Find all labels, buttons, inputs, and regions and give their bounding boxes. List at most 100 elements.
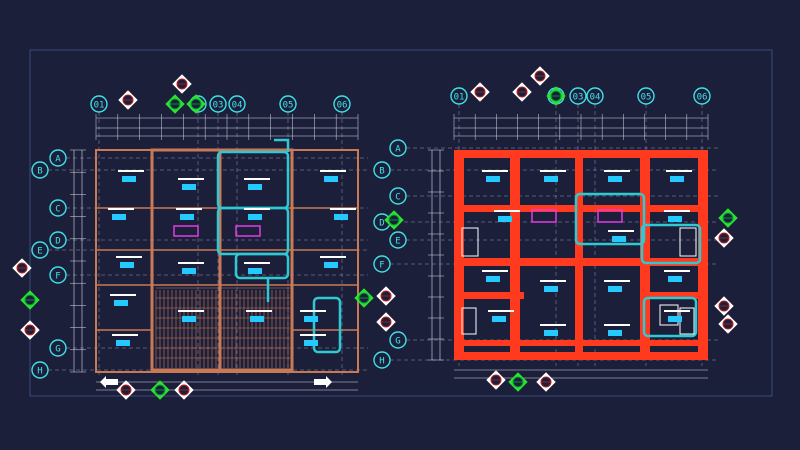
right-fixtures (461, 227, 697, 335)
grid-bubble-label: C (55, 205, 60, 215)
area-tag (122, 176, 136, 182)
room-label-bar (244, 262, 270, 264)
fixture (461, 307, 477, 335)
area-tag (612, 236, 626, 242)
area-tag (492, 316, 506, 322)
fixture (461, 227, 479, 257)
grid-bubble (31, 241, 49, 259)
grid-bubble-label: 04 (232, 101, 243, 111)
sheet-frame (29, 49, 773, 397)
grid-bubble (450, 87, 468, 105)
direction-arrow-icon (100, 376, 118, 388)
fixture (679, 227, 697, 257)
room-label-bar (178, 262, 204, 264)
section-callout-icon (172, 74, 192, 94)
area-tag (334, 214, 348, 220)
area-tag (180, 214, 194, 220)
area-tag (324, 262, 338, 268)
grid-bubble (49, 199, 67, 217)
area-tag (112, 214, 126, 220)
grid-bubble (389, 331, 407, 349)
grid-bubble-label: A (55, 155, 61, 165)
area-tag (608, 286, 622, 292)
highlight-box (234, 252, 290, 280)
right-magenta-marks (531, 209, 623, 223)
room-label-bar (608, 230, 634, 232)
new-wall (510, 150, 520, 360)
fixture (659, 304, 679, 326)
section-callout-icon (714, 228, 734, 248)
grid-bubble (389, 187, 407, 205)
new-wall (454, 292, 524, 299)
section-callout-icon (512, 82, 532, 102)
room-label-bar (494, 210, 520, 212)
area-tag (248, 214, 262, 220)
grid-bubble (389, 139, 407, 157)
area-tag (248, 184, 262, 190)
area-tag (120, 262, 134, 268)
grid-bubble (209, 95, 227, 113)
room-label-bar (664, 210, 690, 212)
section-callout-icon (530, 66, 550, 86)
grid-bubble-label: E (395, 237, 400, 247)
area-tag (116, 340, 130, 346)
room-label-bar (108, 208, 134, 210)
grid-bubble (373, 351, 391, 369)
grid-bubble (693, 87, 711, 105)
left-room-tags (108, 170, 356, 346)
direction-arrow-icon (314, 376, 332, 388)
new-wall (454, 340, 708, 346)
room-label-bar (244, 178, 270, 180)
section-callout-icon (536, 372, 556, 392)
grid-bubble-label: 05 (283, 101, 294, 111)
grid-bubble-label: 04 (590, 93, 601, 103)
magenta-mark (531, 209, 557, 223)
room-label-bar (176, 208, 202, 210)
elevation-callout-icon (186, 94, 206, 114)
section-callout-icon (470, 82, 490, 102)
grid-bubble-label: A (395, 145, 401, 155)
section-callout-icon (174, 380, 194, 400)
highlight-box (312, 296, 342, 354)
elevation-callout-icon (354, 288, 374, 308)
room-label-bar (300, 310, 326, 312)
new-wall (640, 292, 708, 299)
room-label-bar (604, 324, 630, 326)
room-label-bar (300, 334, 326, 336)
highlight-leader (274, 138, 290, 152)
magenta-mark (173, 225, 199, 237)
grid-bubble (49, 149, 67, 167)
right-dimension-lines (428, 114, 709, 379)
section-callout-icon (718, 314, 738, 334)
section-callout-icon (376, 286, 396, 306)
left-floor-plan: 010203040506ABCDEFGH (31, 95, 368, 391)
area-tag (486, 276, 500, 282)
right-room-tags (482, 170, 692, 336)
highlight-box (642, 296, 698, 338)
grid-bubble-label: C (395, 193, 400, 203)
area-tag (250, 316, 264, 322)
grid-bubble-label: G (55, 345, 60, 355)
room-label-bar (116, 256, 142, 258)
elevation-callout-icon (508, 372, 528, 392)
room-label-bar (320, 170, 346, 172)
grid-bubble-label: D (55, 237, 60, 247)
grid-bubble-label: D (379, 219, 384, 229)
section-callout-icon (20, 320, 40, 340)
grid-bubble (49, 339, 67, 357)
section-callout-icon (376, 312, 396, 332)
grid-bubble (49, 266, 67, 284)
room-label-bar (666, 170, 692, 172)
grid-bubble (279, 95, 297, 113)
magenta-mark (235, 225, 261, 237)
room-label-bar (540, 324, 566, 326)
room-label-bar (320, 256, 346, 258)
section-callout-icon (116, 380, 136, 400)
area-tag (304, 340, 318, 346)
room-label-bar (664, 310, 690, 312)
area-tag (182, 184, 196, 190)
area-tag (182, 316, 196, 322)
highlight-box (574, 192, 646, 246)
grid-bubble (373, 161, 391, 179)
